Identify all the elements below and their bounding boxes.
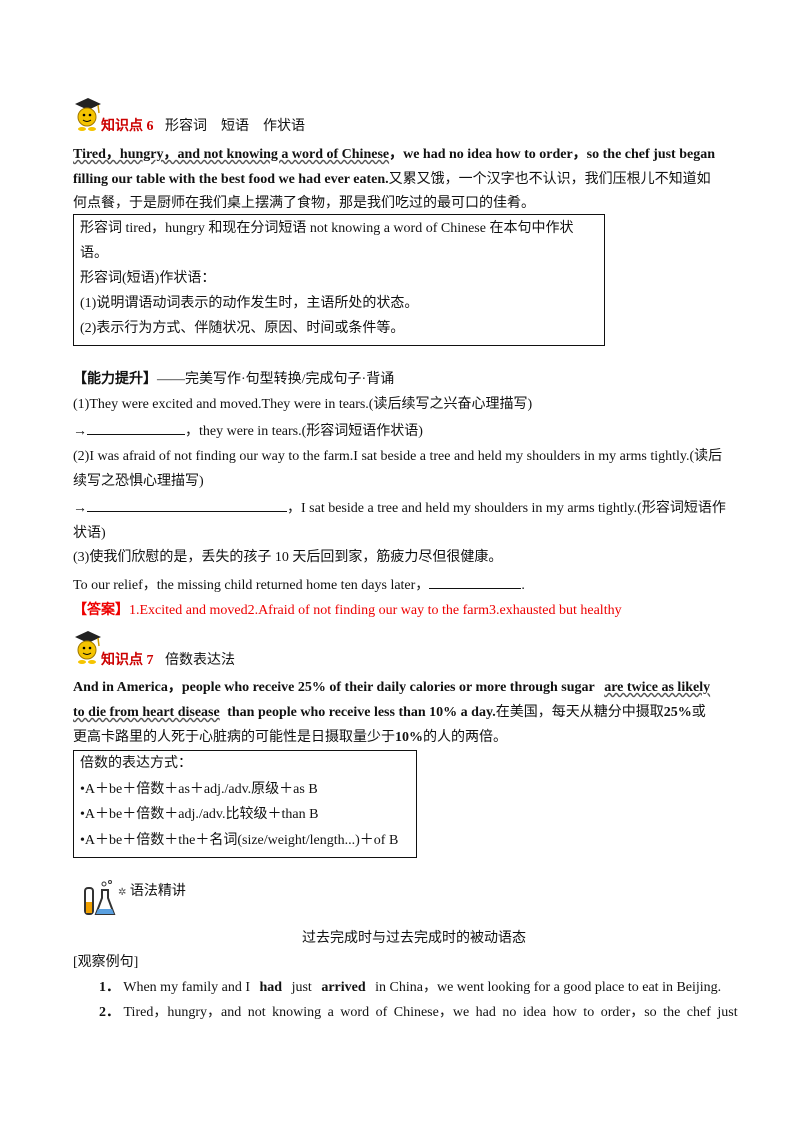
kp7-s2-b: than people who receive less than 10% a … xyxy=(227,705,496,720)
kp7-box-title: 倍数的表达方式： xyxy=(80,756,192,771)
ex1-c: just xyxy=(291,980,312,995)
q3-end: . xyxy=(521,578,525,593)
kp7-s2-d: 25% xyxy=(663,705,692,720)
kp7-s3-a: 更高卡路里的人死于心脏病的可能性是日摄取量少于 xyxy=(73,730,395,745)
example-1: 1． When my family and I had just arrived… xyxy=(99,978,721,998)
practice-q3-line2: To our relief，the missing child returned… xyxy=(73,574,525,596)
q3-answer-blank[interactable] xyxy=(429,574,522,589)
kp7-label: 知识点 7 xyxy=(101,653,154,668)
kp6-sentence-line2-text: filling our table with the best food we … xyxy=(73,172,389,187)
kp6-sentence-line2: filling our table with the best food we … xyxy=(73,170,711,190)
scholar-bee-icon xyxy=(72,95,102,133)
kp6-note-box: 形容词 tired，hungry 和现在分词短语 not knowing a w… xyxy=(73,214,605,346)
kp6-translation-2: 何点餐，于是厨师在我们桌上摆满了食物，那是我们吃过的最可口的佳肴。 xyxy=(73,196,535,211)
q3-text: To our relief，the missing child returned… xyxy=(73,578,430,593)
practice-q3-line1: (3)使我们欣慰的是，丢失的孩子 10 天后回到家，筋疲力尽但很健康。 xyxy=(73,550,503,565)
kp7-sentence-line3: 更高卡路里的人死于心脏病的可能性是日摄取量少于10%的人的两倍。 xyxy=(73,728,507,748)
practice-heading-bracket: 【能力提升】 xyxy=(73,372,157,387)
kp6-box-line: (2)表示行为方式、伴随状况、原因、时间或条件等。 xyxy=(80,321,405,336)
kp7-note-box: 倍数的表达方式： •A＋be＋倍数＋as＋adj./adv.原级＋as B •A… xyxy=(73,750,417,858)
ex2-text: Tired，hungry，and not knowing a word of C… xyxy=(123,1005,738,1020)
practice-q2-line2: 续写之恐惧心理描写) xyxy=(73,474,204,489)
kp6-box-line: 形容词 tired，hungry 和现在分词短语 not knowing a w… xyxy=(80,221,574,236)
kp6-box-line: (1)说明谓语动词表示的动作发生时，主语所处的状态。 xyxy=(80,296,419,311)
ex1-a: When my family and I xyxy=(123,980,250,995)
kp6-sentence-part2: ，we had no idea how to order，so the chef… xyxy=(389,147,715,162)
practice-q2-line4: 状语) xyxy=(73,526,106,541)
arrow: → xyxy=(73,424,87,439)
ex1-b: had xyxy=(259,980,283,995)
kp7-s2-e: 或 xyxy=(691,705,706,720)
kp7-s3-c: 的人的两倍。 xyxy=(423,730,507,745)
example-2: 2． Tired，hungry，and not knowing a word o… xyxy=(99,1003,738,1023)
scholar-bee-icon xyxy=(72,628,102,666)
ex1-e: in China，we went looking for a good plac… xyxy=(375,980,722,995)
kp6-topic: 形容词 短语 作状语 xyxy=(165,119,305,134)
practice-q1-answer-line: → ，they were in tears.(形容词短语作状语) xyxy=(73,420,423,442)
q1-rest: ，they were in tears.(形容词短语作状语) xyxy=(185,424,423,439)
kp7-sentence-line1: And in America，people who receive 25% of… xyxy=(73,678,710,698)
kp6-sentence-part1: Tired，hungry，and not knowing a word of C… xyxy=(73,147,390,162)
kp6-box-line: 语。 xyxy=(80,246,108,261)
practice-q1: (1)They were excited and moved.They were… xyxy=(73,397,533,412)
sparkle-icon: ✲ xyxy=(118,887,127,898)
kp7-s2-c: 在美国，每天从糖分中摄取 xyxy=(495,705,664,720)
grammar-title: 过去完成时与过去完成时的被动语态 xyxy=(302,931,526,946)
observe-heading: [观察例句] xyxy=(73,955,139,970)
lab-flask-icon xyxy=(80,878,120,918)
kp7-s3-b: 10% xyxy=(395,730,423,745)
kp6-box-line: 形容词(短语)作状语： xyxy=(80,271,216,286)
kp6-translation-1: 又累又饿，一个汉字也不认识，我们压根儿不知道如 xyxy=(388,172,711,187)
example-2-number: 2． xyxy=(99,1005,120,1020)
answer-line: 【答案】1.Excited and moved2.Afraid of not f… xyxy=(73,601,622,621)
answer-text: 1.Excited and moved2.Afraid of not findi… xyxy=(129,603,622,618)
kp6-sentence-line1: Tired，hungry，and not knowing a word of C… xyxy=(73,145,715,165)
q2-answer-blank[interactable] xyxy=(87,497,287,512)
kp7-s2-a: to die from heart disease xyxy=(73,705,220,720)
grammar-label-text: 语法精讲 xyxy=(129,884,186,899)
kp7-box-line: •A＋be＋倍数＋adj./adv.比较级＋than B xyxy=(80,807,319,822)
section-heading-kp6: 知识点 6 形容词 短语 作状语 xyxy=(101,117,305,137)
kp7-sentence-line2: to die from heart disease than people wh… xyxy=(73,703,706,723)
practice-q2-line1: (2)I was afraid of not finding our way t… xyxy=(73,449,723,464)
kp6-label: 知识点 6 xyxy=(101,119,154,134)
kp7-topic: 倍数表达法 xyxy=(165,653,235,668)
example-1-number: 1． xyxy=(99,980,120,995)
section-heading-kp7: 知识点 7 倍数表达法 xyxy=(101,651,235,671)
practice-q2-answer-line: → ，I sat beside a tree and held my should… xyxy=(73,497,726,519)
kp7-box-line: •A＋be＋倍数＋as＋adj./adv.原级＋as B xyxy=(80,782,318,797)
q2-rest: ，I sat beside a tree and held my shoulde… xyxy=(287,501,726,516)
answer-label: 【答案】 xyxy=(73,603,129,618)
ex1-d: arrived xyxy=(321,980,366,995)
arrow: → xyxy=(73,501,87,516)
kp7-s1-b: are twice as likely xyxy=(604,680,711,695)
kp7-s1-a: And in America，people who receive 25% of… xyxy=(73,680,595,695)
practice-heading-rest: ——完美写作·句型转换/完成句子·背诵 xyxy=(157,372,395,387)
kp7-box-line: •A＋be＋倍数＋the＋名词(size/weight/length...)＋o… xyxy=(80,833,399,848)
grammar-label: ✲ 语法精讲 xyxy=(118,882,186,903)
practice-heading: 【能力提升】——完美写作·句型转换/完成句子·背诵 xyxy=(73,370,394,390)
q1-answer-blank[interactable] xyxy=(87,420,185,435)
